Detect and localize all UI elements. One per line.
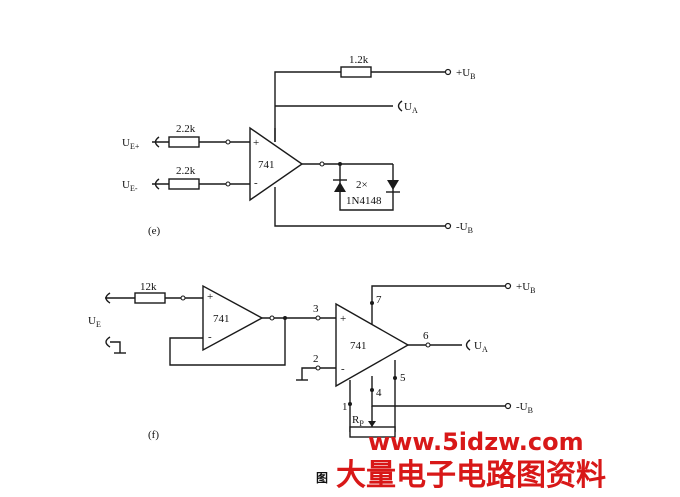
trim-resistor-label: R <box>352 414 360 426</box>
svg-text:-UB: -UB <box>516 401 533 415</box>
input-plus-label: U <box>122 137 130 149</box>
supply-neg-label-f: -U <box>516 401 528 413</box>
figure-caption: 图 <box>316 471 328 485</box>
watermark-site: www.5idzw.com <box>368 428 584 456</box>
input-resistor-label: 12k <box>140 281 157 293</box>
opamp-741 <box>249 126 304 202</box>
supply-pos-label-f: +U <box>516 281 530 293</box>
input-resistor-plus-label: 2.2k <box>176 123 196 135</box>
pin-6-label: 6 <box>423 330 429 342</box>
opamp-label: 741 <box>258 159 275 171</box>
input-plus-sub: E+ <box>130 142 140 151</box>
supply-neg-terminal <box>444 222 452 230</box>
svg-text:RP: RP <box>352 414 364 428</box>
feedback-resistor-label: 1.2k <box>349 54 369 66</box>
opamp-1-741 <box>202 284 264 352</box>
trim-resistor-sub: P <box>359 419 364 428</box>
output-label: U <box>404 101 412 113</box>
supply-pos-label: +U <box>456 67 470 79</box>
diode-count-label: 2× <box>356 179 368 191</box>
input-resistor <box>134 292 166 304</box>
input-label: U <box>88 315 96 327</box>
supply-pos-terminal-f <box>504 282 512 290</box>
svg-text:UE-: UE- <box>122 179 138 193</box>
output-sub: A <box>412 106 418 115</box>
pin-4-label: 4 <box>376 387 382 399</box>
opamp-1-label: 741 <box>213 313 230 325</box>
feedback-resistor <box>340 66 372 78</box>
supply-neg-label: -U <box>456 221 468 233</box>
watermark-title: 大量电子电路图资料 <box>336 458 606 493</box>
circuit-f-label: (f) <box>148 429 159 441</box>
supply-pos-sub-f: B <box>530 286 535 295</box>
supply-neg-terminal-f <box>504 402 512 410</box>
svg-text:+UB: +UB <box>456 67 476 81</box>
input-minus-sub: E- <box>130 184 138 193</box>
svg-text:+UB: +UB <box>516 281 536 295</box>
pin-7-label: 7 <box>376 294 382 306</box>
output-sub-f: A <box>482 345 488 354</box>
supply-neg-sub-f: B <box>528 406 533 415</box>
opamp-1-minus: - <box>208 331 212 343</box>
circuit-e-label: (e) <box>148 225 161 237</box>
input-minus-label: U <box>122 179 130 191</box>
opamp-1-plus: + <box>207 291 213 303</box>
opamp-2-label: 741 <box>350 340 367 352</box>
svg-text:UA: UA <box>404 101 418 115</box>
circuit-e: 1.2k +UB UA 741 + - 2.2k UE+ 2.2k UE- -U… <box>122 54 476 237</box>
opamp-2-741 <box>335 302 410 388</box>
input-sub: E <box>96 320 101 329</box>
svg-text:UE: UE <box>88 315 101 329</box>
output-label-f: U <box>474 340 482 352</box>
supply-pos-terminal <box>444 68 452 76</box>
minus-sign: - <box>254 177 258 189</box>
opamp-2-minus: - <box>341 363 345 375</box>
svg-text:-UB: -UB <box>456 221 473 235</box>
diode-1 <box>333 179 347 192</box>
pin-5-label: 5 <box>400 372 406 384</box>
opamp-2-plus: + <box>340 313 346 325</box>
input-resistor-plus <box>168 136 200 148</box>
diode-2 <box>386 180 400 193</box>
pin-3-label: 3 <box>313 303 319 315</box>
pin-2-label: 2 <box>313 353 319 365</box>
circuit-f: 12k UE 741 + - 741 + - 3 2 7 +UB <box>88 281 536 441</box>
diode-part-label: 1N4148 <box>346 195 382 207</box>
input-resistor-minus-label: 2.2k <box>176 165 196 177</box>
pin-1-label: 1 <box>342 401 348 413</box>
supply-neg-sub: B <box>468 226 473 235</box>
input-resistor-minus <box>168 178 200 190</box>
supply-pos-sub: B <box>470 72 475 81</box>
svg-text:UE+: UE+ <box>122 137 140 151</box>
svg-text:UA: UA <box>474 340 488 354</box>
plus-sign: + <box>253 137 259 149</box>
